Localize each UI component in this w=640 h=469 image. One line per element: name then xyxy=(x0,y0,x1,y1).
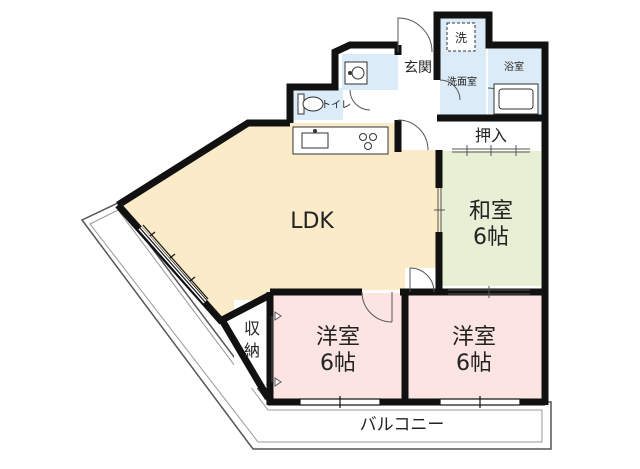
bathtub-fixture xyxy=(493,83,539,115)
kitchen-counter xyxy=(292,126,389,155)
label-senmenshitsu: 洗面室 xyxy=(447,75,477,88)
washer-space: 洗 xyxy=(446,22,476,52)
label-yoshitsu-1-size: 6帖 xyxy=(320,351,356,376)
washitsu-sliding-door xyxy=(434,188,445,232)
washer-mark: 洗 xyxy=(455,31,467,45)
shuno-doors xyxy=(271,311,282,387)
genkan-floor xyxy=(398,52,438,80)
label-shuno-1: 収 xyxy=(244,319,260,338)
ldk-floor xyxy=(120,123,441,320)
ldk-window xyxy=(138,224,209,304)
washbasin-fixture xyxy=(344,61,368,85)
bottom-windows xyxy=(299,396,521,408)
yoshitsu-2-floor xyxy=(405,293,543,399)
label-washitsu-size: 6帖 xyxy=(473,225,509,250)
hall-floor xyxy=(398,80,440,150)
yoshitsu-1-floor xyxy=(270,293,404,399)
label-shuno-2: 納 xyxy=(244,341,260,360)
label-yoshitsu-2-size: 6帖 xyxy=(456,351,492,376)
label-genkan: 玄関 xyxy=(404,59,432,76)
label-ldk: LDK xyxy=(290,209,334,234)
oshiire-doors xyxy=(452,145,530,156)
label-yokushitsu: 浴室 xyxy=(504,60,524,73)
washitsu-floor xyxy=(441,151,541,286)
toilet-fixture xyxy=(297,93,324,115)
label-yoshitsu-2: 洋室 xyxy=(452,325,496,350)
label-toilet: トイレ xyxy=(321,100,351,111)
label-yoshitsu-1: 洋室 xyxy=(316,325,360,350)
label-washitsu: 和室 xyxy=(469,199,513,224)
label-balcony: バルコニー xyxy=(360,415,445,435)
yoshitsu-2-sliding-door xyxy=(448,286,530,298)
label-oshiire: 押入 xyxy=(475,126,507,145)
